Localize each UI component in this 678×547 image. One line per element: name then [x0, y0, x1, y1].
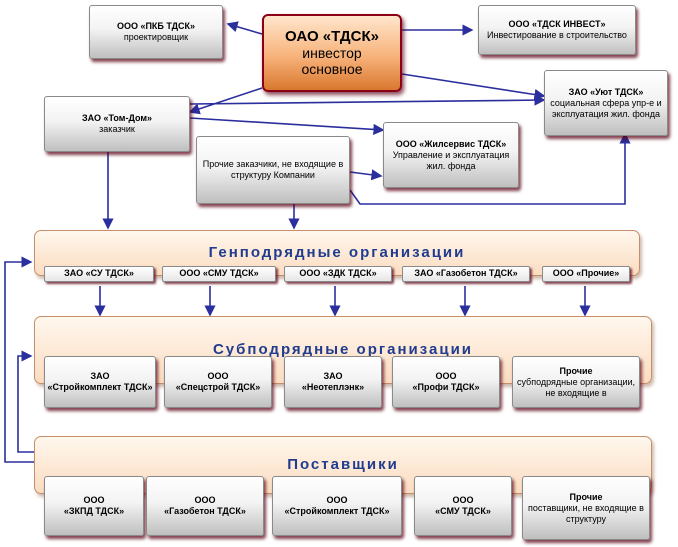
node-tdsk-name: ОАО «ТДСК»: [285, 28, 379, 45]
node-uyut-tdsk: ЗАО «Уют ТДСК» социальная сфера упр-е и …: [544, 70, 668, 136]
node-other-customers-text: Прочие заказчики, не входящие в структур…: [202, 159, 344, 180]
arrow-other-to-zhilservis: [349, 169, 383, 181]
node-tdsk-role: инвестор: [302, 45, 362, 61]
node-uyut-role: социальная сфера упр-е и эксплуатация жи…: [550, 97, 662, 119]
node-pkb-name: ООО «ПКБ ТДСК»: [116, 21, 196, 31]
supplier-item-zkpd-type: ООО: [83, 495, 105, 505]
band-general-title: Генподрядные организации: [208, 244, 466, 261]
band-sub-title: Субподрядные организации: [212, 341, 474, 358]
sub-item-stroykomplekt-name: «Стройкомплект ТДСК»: [47, 382, 153, 392]
supplier-item-smu-name: «СМУ ТДСК»: [435, 506, 491, 516]
general-item-prochie: ООО «Прочие»: [542, 266, 630, 282]
supplier-item-gazobeton-name: «Газобетон ТДСК»: [164, 506, 246, 516]
node-tdsk-invest: ООО «ТДСК ИНВЕСТ» Инвестирование в строи…: [478, 5, 636, 55]
supplier-item-smu-type: ООО: [452, 495, 474, 505]
general-item-zdk-tdsk: ООО «ЗДК ТДСК»: [284, 266, 392, 282]
supplier-item-zkpd: ООО «ЗКПД ТДСК»: [44, 476, 144, 536]
sub-item-prochie: Прочие субподрядные организации, не вход…: [512, 356, 640, 408]
arrow-supply-to-sub: [17, 350, 36, 453]
node-uyut-name: ЗАО «Уют ТДСК»: [568, 86, 644, 97]
node-tdsk-role-2: основное: [301, 61, 363, 77]
sub-item-profi-name: «Профи ТДСК»: [412, 382, 480, 392]
supplier-item-gazobeton-type: ООО: [194, 495, 216, 505]
sub-item-spetsstroy-type: ООО: [207, 371, 229, 381]
node-pkb-tdsk: ООО «ПКБ ТДСК» проектировщик: [89, 5, 223, 59]
band-suppliers-title: Поставщики: [287, 456, 399, 473]
sub-item-neoteplenk: ЗАО «Неотеплэнк»: [284, 356, 382, 408]
supplier-item-stroykomplekt-name: «Стройкомплект ТДСК»: [284, 506, 390, 516]
sub-item-spetsstroy-name: «Спецстрой ТДСК»: [175, 382, 261, 392]
general-item-gazobeton-tdsk: ЗАО «Газобетон ТДСК»: [402, 266, 530, 282]
supplier-item-smu: ООО «СМУ ТДСК»: [414, 476, 512, 536]
node-invest-role: Инвестирование в строительство: [487, 30, 627, 40]
node-other-customers: Прочие заказчики, не входящие в структур…: [196, 136, 350, 204]
arrow-tomdom-to-uyut: [189, 94, 546, 106]
node-tom-dom: ЗАО «Том-Дом» заказчик: [44, 96, 190, 152]
arrow-other-to-uyut: [349, 132, 631, 205]
sub-item-stroykomplekt: ЗАО «Стройкомплект ТДСК»: [44, 356, 156, 408]
node-invest-name: ООО «ТДСК ИНВЕСТ»: [508, 19, 606, 29]
supplier-item-gazobeton: ООО «Газобетон ТДСК»: [146, 476, 264, 536]
sub-item-profi-tdsk: ООО «Профи ТДСК»: [392, 356, 500, 408]
node-tdsk: ОАО «ТДСК» инвестор основное: [262, 14, 402, 92]
node-pkb-role: проектировщик: [123, 32, 189, 42]
supplier-item-prochie-text: поставщики, не входящие в структуру: [528, 502, 644, 524]
node-zhilservis-tdsk: ООО «Жилсервис ТДСК» Управление и эксплу…: [383, 122, 519, 188]
node-zhilservis-name: ООО «Жилсервис ТДСК»: [395, 138, 507, 149]
arrow-tdsk-to-pkb: [226, 21, 263, 35]
supplier-item-prochie: Прочие поставщики, не входящие в структу…: [522, 476, 650, 540]
supplier-item-stroykomplekt-type: ООО: [326, 495, 348, 505]
sub-item-stroykomplekt-type: ЗАО: [90, 371, 110, 381]
supplier-item-stroykomplekt: ООО «Стройкомплект ТДСК»: [272, 476, 402, 536]
sub-item-profi-type: ООО: [435, 371, 457, 381]
arrow-tomdom-to-zhilservis: [189, 117, 385, 135]
sub-item-neoteplenk-name: «Неотеплэнк»: [301, 382, 365, 392]
general-item-su-tdsk: ЗАО «СУ ТДСК»: [44, 266, 154, 282]
arrow-supply-to-general: [4, 256, 36, 463]
sub-item-prochie-text: субподрядные организации, не входящие в: [516, 376, 636, 398]
sub-item-spetsstroy: ООО «Спецстрой ТДСК»: [164, 356, 272, 408]
node-tomdom-role: заказчик: [99, 124, 135, 134]
supplier-item-prochie-title: Прочие: [569, 491, 603, 502]
supplier-item-zkpd-name: «ЗКПД ТДСК»: [63, 506, 125, 516]
node-tomdom-name: ЗАО «Том-Дом»: [81, 113, 153, 123]
node-zhilservis-role: Управление и эксплуатация жил. фонда: [392, 149, 510, 171]
sub-item-prochie-title: Прочие: [559, 365, 593, 376]
arrow-tdsk-to-uyut: [401, 73, 546, 101]
arrow-tdsk-to-tomdom: [188, 87, 263, 115]
sub-item-neoteplenk-type: ЗАО: [323, 371, 343, 381]
general-item-smu-tdsk: ООО «СМУ ТДСК»: [162, 266, 276, 282]
